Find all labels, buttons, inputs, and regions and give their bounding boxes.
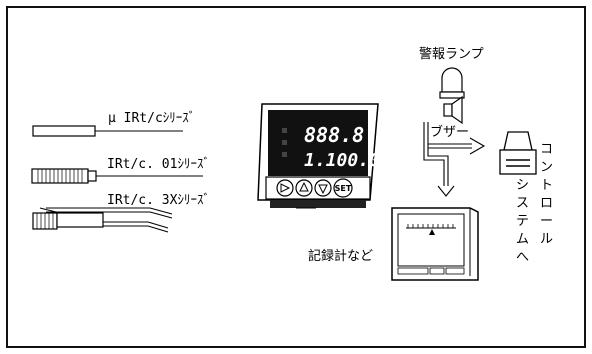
svg-text:ン: ン <box>540 160 553 175</box>
display-bottom: 1.100.0 <box>304 150 380 171</box>
diagram-frame <box>6 6 586 348</box>
svg-text:SET: SET <box>335 184 352 193</box>
buzzer-label: ブザー <box>430 124 469 140</box>
svg-text:ロ: ロ <box>540 196 553 211</box>
left-triangle-button[interactable] <box>276 179 294 197</box>
set-button[interactable] <box>333 178 353 198</box>
sensor3-label: IRt/c. 3Xｼﾘｰｽﾞ <box>107 193 210 208</box>
svg-text:へ: へ <box>516 250 529 265</box>
output-wiring <box>423 122 486 197</box>
svg-text:ス: ス <box>516 196 529 211</box>
alarm-lamp-icon <box>439 67 465 99</box>
svg-text:コ: コ <box>540 142 553 157</box>
sensor2-label: IRt/c. 01ｼﾘｰｽﾞ <box>107 157 210 172</box>
temperature-controller: SET 888.8 1.100.0 <box>257 103 380 209</box>
control-system-label: コ ン ト ロ ー ル シ ス テ ム へ <box>516 142 553 265</box>
svg-text:テ: テ <box>516 214 529 229</box>
svg-text:ム: ム <box>516 232 529 247</box>
sensor-irtc-3x <box>32 207 173 233</box>
display-top: 888.8 <box>304 123 364 147</box>
computer-icon <box>499 131 537 175</box>
sensor-irtc-01 <box>31 168 203 184</box>
svg-text:ー: ー <box>540 214 553 229</box>
sensor-micro-irtc <box>32 125 183 137</box>
svg-text:シ: シ <box>516 178 529 193</box>
sensor1-label: μ IRt/cｼﾘｰｽﾞ <box>108 111 195 126</box>
svg-text:ル: ル <box>540 232 553 247</box>
svg-text:ト: ト <box>540 178 553 193</box>
up-triangle-button[interactable] <box>295 179 313 197</box>
recorder-label: 記録計など <box>308 248 373 264</box>
down-triangle-button[interactable] <box>314 179 332 197</box>
alarm-lamp-label: 警報ランプ <box>419 46 484 62</box>
buzzer-icon <box>443 95 463 125</box>
recorder-icon <box>391 207 479 281</box>
